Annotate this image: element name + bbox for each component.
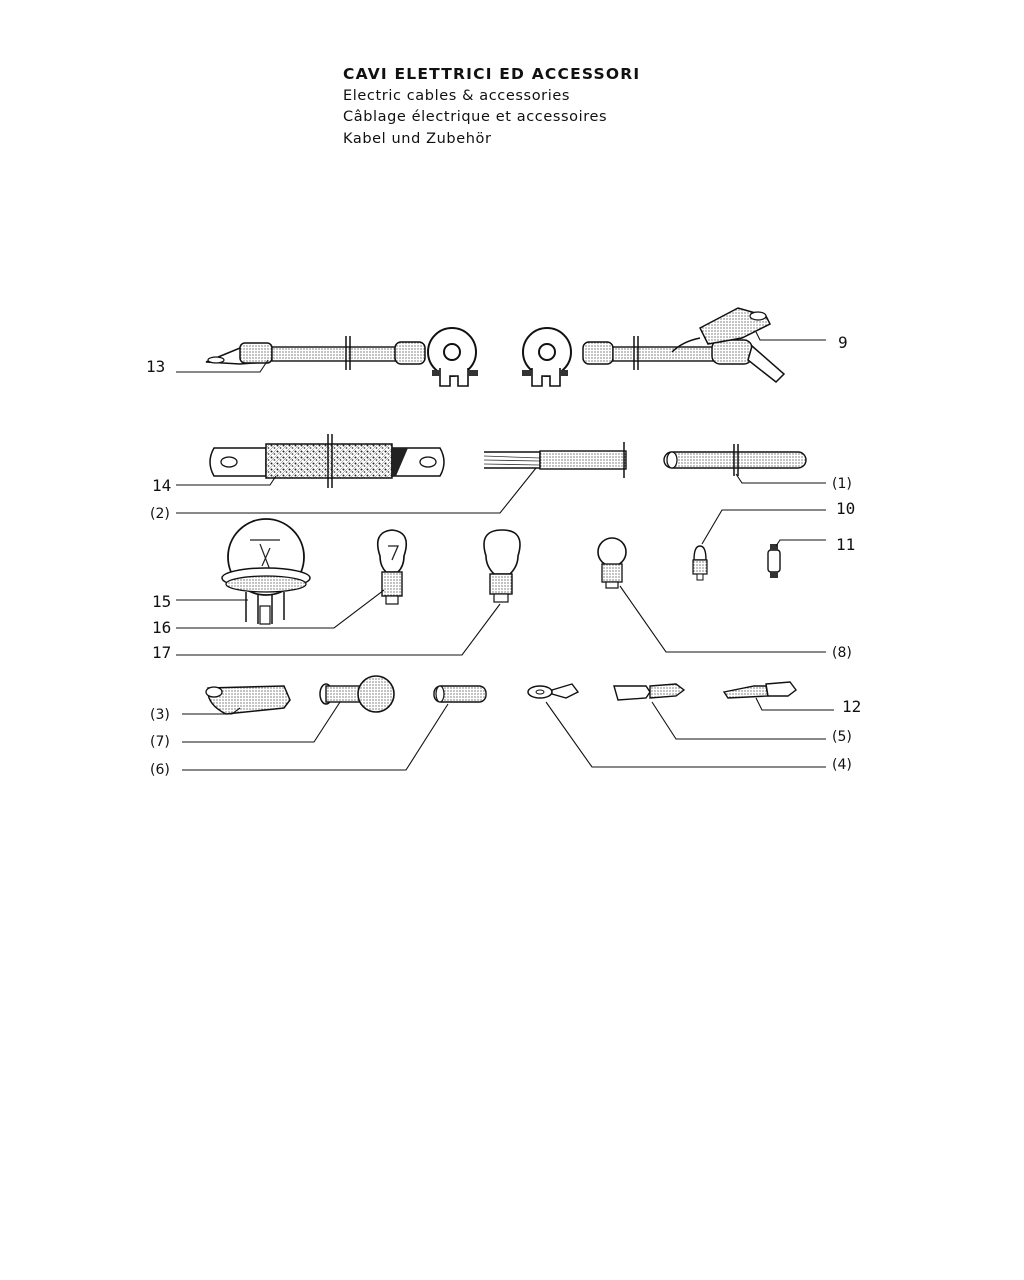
callout-17: 17: [152, 643, 171, 662]
title-german: Kabel und Zubehör: [343, 130, 492, 147]
callout-labels: 13 9 14 (1) (2) 10 11 15 16 17 (8) (3) 1…: [146, 333, 861, 778]
bulb-16: [376, 529, 408, 605]
callout-10: 10: [836, 499, 855, 518]
callout-2: (2): [150, 506, 170, 522]
title-block: CAVI ELETTRICI ED ACCESSORI Electric cab…: [343, 64, 640, 150]
title-english: Electric cables & accessories: [343, 87, 571, 104]
callout-8: (8): [832, 645, 852, 661]
callout-7: (7): [150, 734, 170, 750]
cap-7: [319, 675, 395, 713]
sleeve-tube: [663, 444, 807, 476]
bulb-8: [597, 537, 627, 589]
callout-12: 12: [842, 697, 861, 716]
battery-cable-right: [522, 307, 786, 387]
callout-14: 14: [152, 476, 171, 495]
callout-9: 9: [838, 333, 848, 352]
callout-3: (3): [150, 707, 170, 723]
callout-4: (4): [832, 757, 852, 773]
callout-16: 16: [152, 618, 171, 637]
ring-terminal-4: [527, 683, 580, 699]
flag-terminal-12: [722, 681, 797, 699]
callout-15: 15: [152, 592, 171, 611]
bulb-11: [767, 544, 781, 578]
callout-13: 13: [146, 357, 165, 376]
stranded-cable: [483, 442, 627, 478]
leader-lines: [176, 331, 834, 771]
callout-11: 11: [836, 535, 855, 554]
callout-6: (6): [150, 762, 170, 778]
title-italian: CAVI ELETTRICI ED ACCESSORI: [343, 65, 641, 83]
headlamp-bulb: [221, 518, 311, 625]
battery-cable-left: [205, 327, 478, 387]
bulb-17: [483, 529, 521, 603]
sleeve-6: [433, 685, 487, 703]
title-french: Câblage électrique et accessoires: [343, 109, 608, 125]
ground-strap: [209, 434, 445, 488]
callout-1: (1): [832, 476, 852, 492]
terminal-boot-3: [205, 685, 291, 715]
callout-5: (5): [832, 729, 852, 745]
spade-terminal-5: [613, 683, 686, 701]
bulb-10: [692, 545, 708, 581]
